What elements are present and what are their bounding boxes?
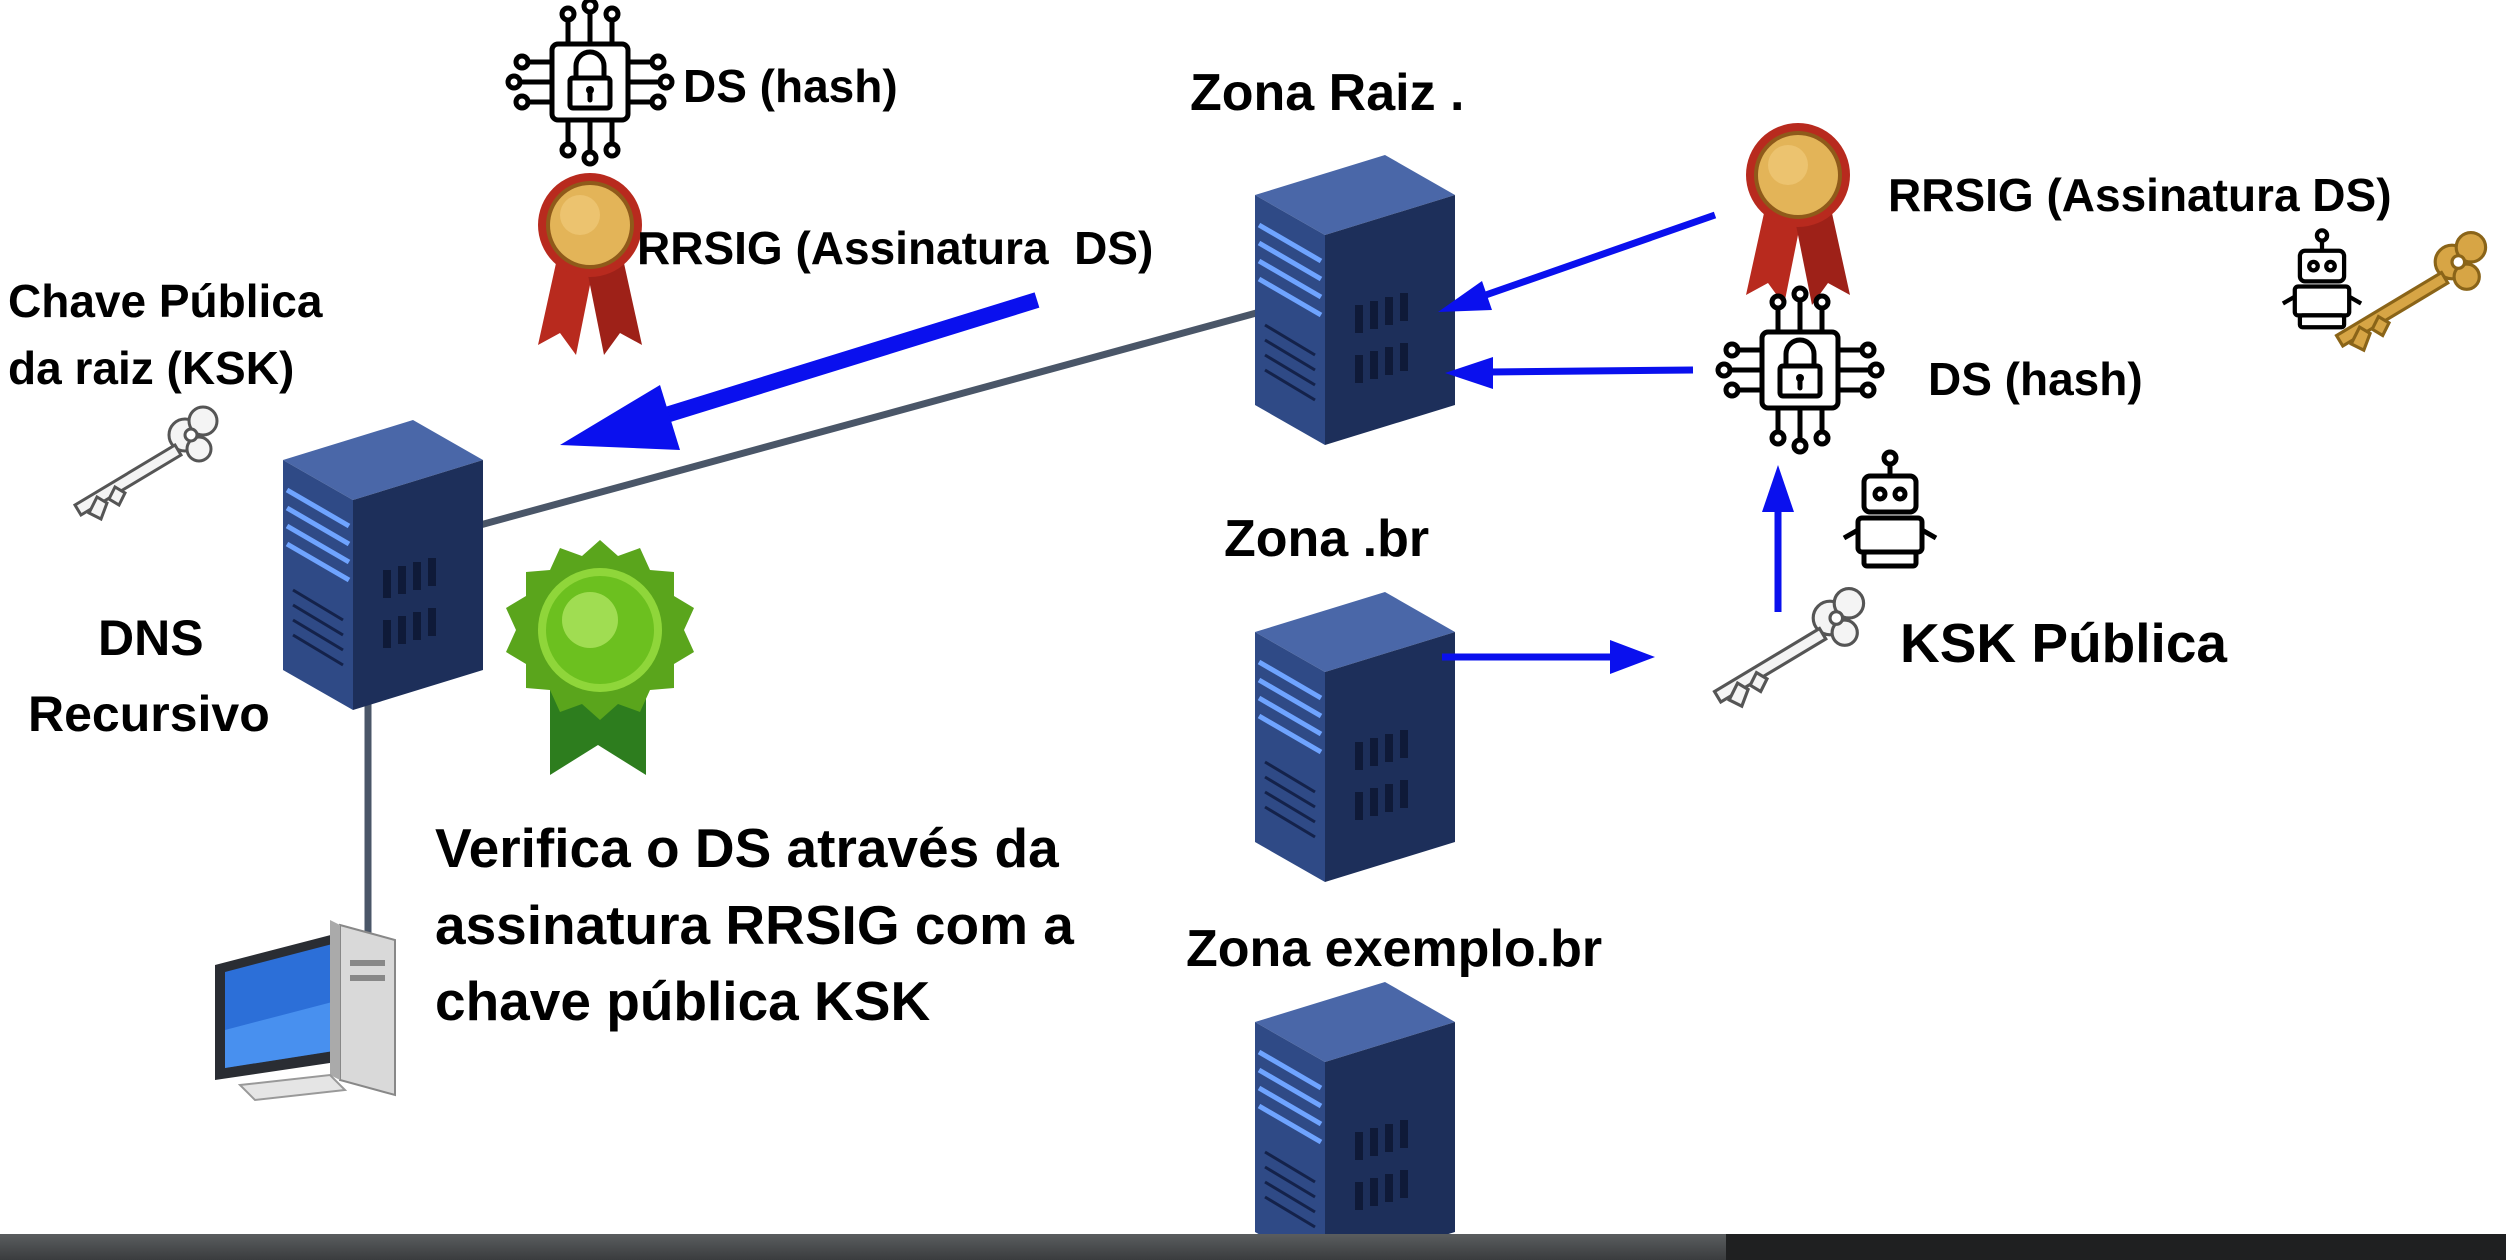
ksk-publica-label: KSK Pública bbox=[1900, 612, 2228, 674]
server-zona-raiz-icon bbox=[1255, 155, 1455, 445]
dns-label-line2: Recursivo bbox=[28, 686, 270, 742]
ds-hash-label-right: DS (hash) bbox=[1928, 353, 2143, 405]
chave-publica-label-line2: da raiz (KSK) bbox=[8, 342, 295, 394]
robot-icon-upper bbox=[2283, 230, 2361, 327]
zona-raiz-label: Zona Raiz . bbox=[1190, 64, 1465, 122]
circuit-lock-icon-right bbox=[1718, 288, 1882, 452]
server-zona-br-icon bbox=[1255, 592, 1455, 882]
server-dns-recursivo-icon bbox=[283, 420, 483, 710]
verifica-label-line3: chave pública KSK bbox=[435, 970, 931, 1032]
verifica-label-line2: assinatura RRSIG com a bbox=[435, 894, 1074, 956]
zona-exemplo-label: Zona exemplo.br bbox=[1186, 920, 1603, 978]
connection-line-root-resolver bbox=[439, 308, 1261, 540]
arrow-ds-to-root bbox=[1445, 357, 1694, 389]
arrow-rrsig-to-resolver bbox=[560, 292, 1040, 450]
zona-br-label: Zona .br bbox=[1224, 510, 1430, 568]
medal-icon-left bbox=[538, 173, 642, 355]
seal-icon bbox=[506, 540, 694, 775]
arrow-rrsig-to-root bbox=[1438, 211, 1717, 312]
key-icon-right bbox=[1712, 587, 1866, 708]
bottom-strip bbox=[0, 1234, 2506, 1260]
chave-publica-label-line1: Chave Pública bbox=[8, 275, 323, 327]
gold-key-icon bbox=[2334, 231, 2488, 353]
arrow-br-to-ksk bbox=[1442, 640, 1655, 674]
rrsig-label-left: RRSIG (Assinatura DS) bbox=[637, 222, 1154, 274]
verifica-label-line1: Verifica o DS através da bbox=[435, 817, 1059, 879]
key-icon-left bbox=[73, 405, 219, 521]
ds-hash-label-left: DS (hash) bbox=[683, 60, 898, 112]
circuit-lock-icon-left bbox=[508, 0, 672, 164]
rrsig-label-right: RRSIG (Assinatura DS) bbox=[1888, 169, 2392, 221]
dns-label-line1: DNS bbox=[98, 610, 204, 666]
arrow-ksk-to-ds bbox=[1762, 465, 1794, 612]
medal-icon-right bbox=[1746, 123, 1850, 305]
robot-icon-lower bbox=[1844, 452, 1936, 566]
computer-icon bbox=[215, 920, 396, 1102]
server-zona-exemplo-icon bbox=[1255, 982, 1455, 1260]
